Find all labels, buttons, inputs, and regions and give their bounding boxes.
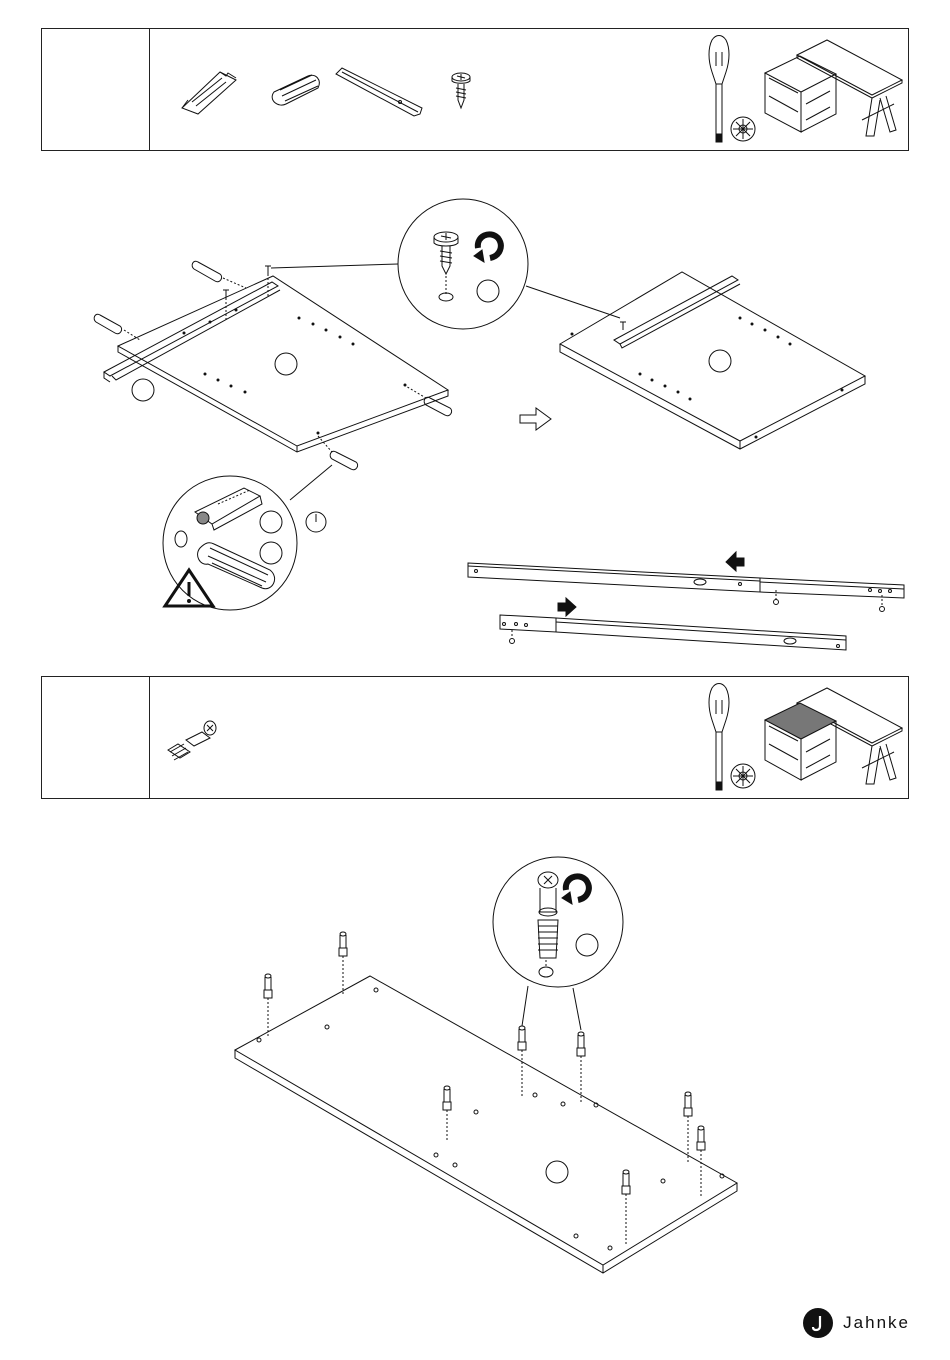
cam-bolt: [622, 1170, 630, 1244]
desk-with-cabinet-top-highlighted-icon: [765, 688, 902, 784]
cam-bolts: [264, 932, 705, 1244]
clockwise-rotate-arrow-icon: [562, 876, 589, 904]
plastic-dowel-icon: [272, 75, 319, 105]
screwdriver-icon: [709, 36, 729, 143]
pozidriv-bit-icon: [731, 117, 755, 141]
outline-right-arrow-icon: [520, 408, 551, 430]
cam-bolt: [264, 974, 272, 1036]
pan-head-screw-icon: [452, 73, 470, 108]
dowel-left-mid: [94, 314, 140, 340]
dowel-bottom: [318, 436, 358, 470]
panel-holes: [257, 988, 724, 1250]
panel-left-assembly: [94, 261, 451, 469]
cam-bolt: [697, 1126, 705, 1198]
panel-holes: [571, 317, 844, 439]
cam-bolt-detail-zoom: [493, 857, 623, 1030]
part-callout-circle: [260, 511, 282, 533]
brand-name: Jahnke: [843, 1313, 910, 1333]
panel-right-assembled: [560, 272, 865, 449]
part-callout-circle: [709, 350, 731, 372]
screw-detail-zoom: [271, 199, 620, 329]
pozidriv-bit-icon: [731, 764, 755, 788]
drawer-runner-icon: [336, 68, 422, 116]
part-callout-circle: [275, 353, 297, 375]
solid-left-arrow-icon: [726, 552, 744, 571]
runner-detail-lower: [500, 598, 846, 650]
clockwise-rotate-arrow-icon: [474, 234, 501, 262]
wood-dowel-pin-icon: [182, 72, 236, 114]
jahnke-logo-icon: [803, 1308, 833, 1338]
runner-detail-upper: [468, 552, 904, 612]
solid-right-arrow-icon: [558, 598, 576, 616]
cam-bolt: [443, 1086, 451, 1140]
desk-with-cabinet-icon: [765, 40, 902, 136]
cam-bolt-connector-icon: [168, 721, 216, 760]
part-callout-circle: [477, 280, 499, 302]
cam-bolt: [684, 1092, 692, 1164]
dowel-left-top: [192, 261, 246, 288]
stopwatch-icon: [306, 512, 326, 532]
warning-triangle-icon: [165, 570, 213, 606]
part-callout-circle: [546, 1161, 568, 1183]
cam-bolt: [518, 1026, 526, 1098]
desktop-panel: [235, 976, 737, 1273]
brand-logo-area: Jahnke: [803, 1308, 910, 1338]
dowel-right: [404, 385, 452, 416]
part-callout-circle: [260, 542, 282, 564]
cam-bolt: [339, 932, 347, 994]
part-callout-circle: [132, 379, 154, 401]
dowel-detail-zoom: [163, 465, 332, 610]
part-callout-circle: [576, 934, 598, 956]
screwdriver-icon: [709, 684, 729, 791]
